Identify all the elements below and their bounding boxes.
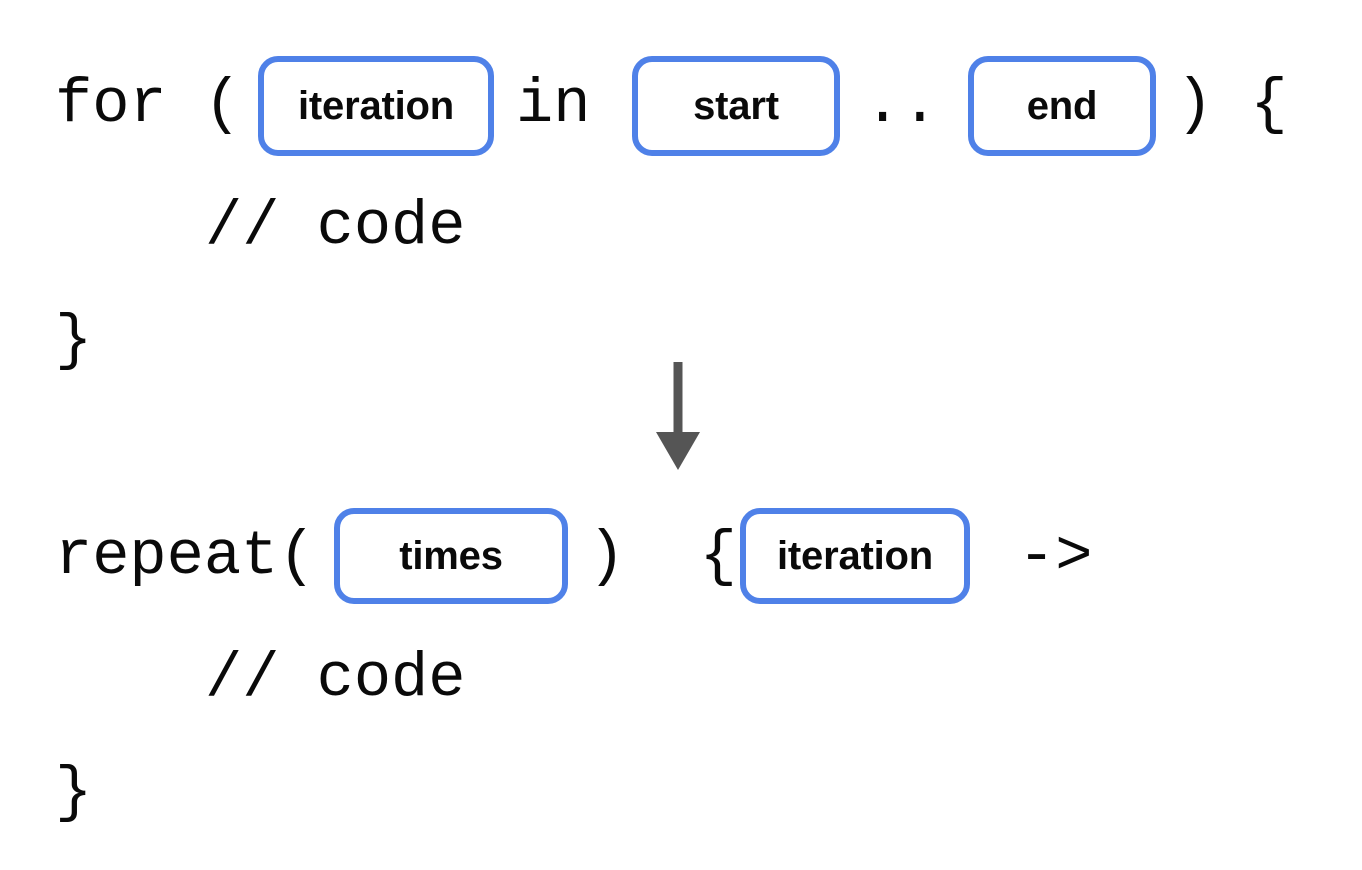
placeholder-label-iteration: iteration (777, 534, 933, 578)
code-token-close-paren-open-brace-before: ) { (1176, 69, 1288, 140)
placeholder-chip-end[interactable]: end (968, 56, 1156, 156)
code-token-close-paren-open-brace-after: ) { (588, 521, 737, 592)
code-token-repeat: repeat( (55, 521, 316, 592)
placeholder-label-times: times (399, 534, 503, 578)
code-token-close-brace-after: } (55, 757, 93, 828)
code-token-range-operator: .. (864, 69, 939, 140)
code-token-lambda-arrow: -> (1018, 521, 1093, 592)
placeholder-label-end: end (1026, 84, 1098, 128)
code-token-in: in (516, 69, 591, 140)
placeholder-chip-times[interactable]: times (334, 508, 568, 604)
code-comment-before: // code (205, 191, 466, 262)
placeholder-label-iteration: iteration (298, 84, 454, 128)
placeholder-label-start: start (693, 84, 779, 128)
transform-arrow-icon (656, 362, 700, 470)
code-comment-after: // code (205, 643, 466, 714)
placeholder-chip-start[interactable]: start (632, 56, 840, 156)
placeholder-chip-iteration-before[interactable]: iteration (258, 56, 494, 156)
code-token-for: for ( (55, 69, 242, 140)
transform-arrow (648, 358, 708, 474)
placeholder-chip-iteration-after[interactable]: iteration (740, 508, 970, 604)
code-token-close-brace-before: } (55, 305, 93, 376)
